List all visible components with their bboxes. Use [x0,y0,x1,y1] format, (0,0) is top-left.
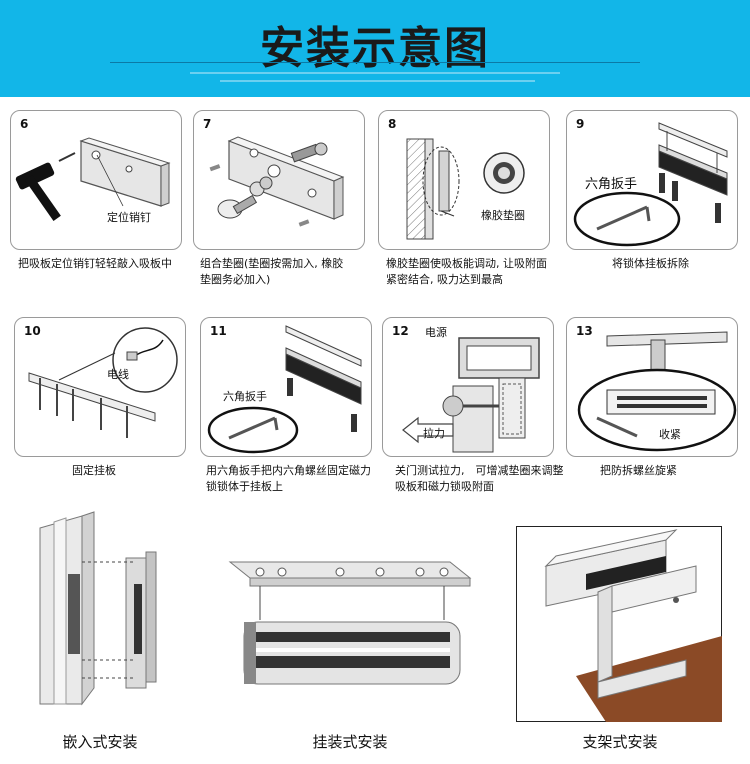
bracket-install-label: 支架式安装 [582,733,658,751]
step-number: 13 [576,324,593,338]
step-6-label: 定位销钉 [107,211,151,224]
step-9-label: 六角扳手 [585,177,638,192]
step-9-caption: 将锁体挂板拆除 [612,257,689,270]
header-banner: 安装示意图 [0,0,750,97]
step-6-illustration [15,137,171,221]
step-8-illustration [406,138,525,240]
step-card-6: 6 定位销钉 [10,110,182,250]
step-number: 7 [203,117,212,131]
step-13-label: 收紧 [659,428,681,441]
step-number: 11 [210,324,227,338]
mounted-install-illustration [228,561,472,685]
step-9-illustration [573,122,728,247]
page-title: 安装示意图 [260,23,490,74]
step-10-illustration [28,327,178,438]
bracket-install-illustration [516,526,722,722]
step-12-power-label: 电源 [425,326,447,339]
step-card-7: 7 [193,110,365,250]
step-card-8: 8 橡胶垫圈 [378,110,550,250]
header-divider [110,62,640,63]
header-decoration [190,72,560,84]
step-7-illustration [209,136,345,227]
step-8-caption: 橡胶垫圈使吸板能调动, 让吸附面紧密结合, 吸力达到最高 [386,257,547,286]
step-number: 9 [576,117,585,131]
step-card-13: 13 收紧 [566,317,738,457]
step-7-caption: 组合垫圈(垫圈按需加入, 橡胶垫圈务必加入) [200,257,344,286]
step-10-caption: 固定挂板 [72,464,116,477]
embedded-install-illustration [39,511,157,706]
step-8-label: 橡胶垫圈 [481,209,525,222]
step-11-label: 六角扳手 [223,390,267,403]
step-number: 10 [24,324,41,338]
step-12-pull-label: 拉力 [423,427,445,440]
step-number: 8 [388,117,397,131]
step-13-illustration [577,331,737,452]
step-card-10: 10 电线 [14,317,186,457]
step-13-caption: 把防拆螺丝旋紧 [600,464,677,477]
step-10-label: 电线 [107,368,129,381]
mounted-install-label: 挂装式安装 [312,733,388,751]
step-number: 12 [392,324,409,338]
step-card-9: 9 六角扳手 [566,110,738,250]
embedded-install-label: 嵌入式安装 [62,733,138,751]
step-11-illustration [207,325,362,454]
step-12-caption: 关门测试拉力, 可增减垫圈来调整吸板和磁力锁吸附面 [395,464,564,493]
step-6-caption: 把吸板定位销钉轻轻敲入吸板中 [18,257,172,270]
step-12-illustration [402,337,540,453]
step-card-11: 11 六角扳手 [200,317,372,457]
hammer-icon [15,162,61,221]
step-11-caption: 用六角扳手把内六角螺丝固定磁力锁锁体于挂板上 [206,464,371,493]
step-number: 6 [20,117,29,131]
step-card-12: 12 电源 拉力 [382,317,554,457]
